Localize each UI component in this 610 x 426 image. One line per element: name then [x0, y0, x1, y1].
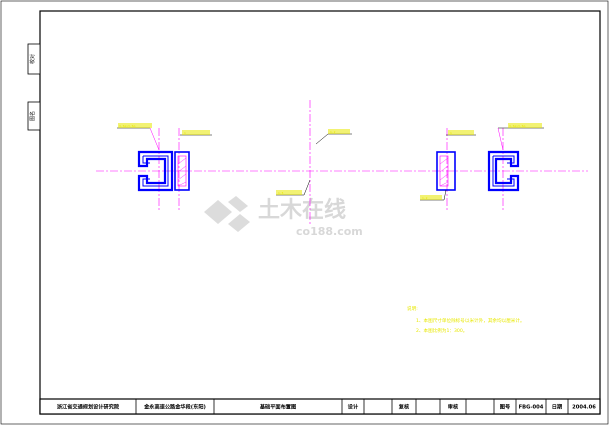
- footing-right-pier-core: [439, 155, 449, 187]
- footing-left-pier: [174, 151, 190, 191]
- tag-center-bg: [328, 129, 350, 134]
- tag-bottom-center-bg: [276, 190, 302, 195]
- notes-item-1: 1、本图尺寸单位除标号以米计外，其余均以厘米计。: [416, 317, 525, 324]
- tag-bottom-center: 1.5: [278, 191, 284, 195]
- title-block: 浙江省交通规划设计研究院 金永高速公路金华段(东阳) 基础平面布置图 设计 复核…: [39, 398, 601, 415]
- title-block-institute: 浙江省交通规划设计研究院: [57, 403, 120, 411]
- tag-center: 1.2: [330, 130, 336, 134]
- center-annotation: 1.2 1.5: [276, 129, 352, 196]
- side-stamp-name: 图名: [27, 101, 41, 131]
- footing-right-hatch: [439, 157, 449, 187]
- footing-right: 3.5m×3.5m 1 1.2: [420, 123, 544, 201]
- notes-heading: 说明:: [407, 305, 418, 312]
- footing-left-hatch: [177, 157, 187, 187]
- tag-right-top-bg: [508, 123, 542, 128]
- title-block-date-value: 2004.06: [572, 405, 596, 411]
- tag-right-mark: 1: [450, 131, 452, 135]
- tag-bottom-right-bg: [420, 195, 442, 200]
- title-block-design-label: 设计: [348, 403, 359, 411]
- watermark-brand: 土木在线: [258, 197, 346, 223]
- title-block-project: 金永高速公路金华段(东阳): [143, 403, 206, 411]
- footing-left-inner: [142, 155, 169, 187]
- notes-block: 说明: 1、本图尺寸单位除标号以米计外，其余均以厘米计。 2、本图比例为1：30…: [407, 305, 525, 334]
- footing-right-inner: [492, 155, 515, 187]
- side-stamp-check: 校对: [27, 43, 41, 75]
- side-stamp-name-label: 图名: [29, 111, 36, 121]
- title-block-drawing-no-value: FBG-004: [519, 405, 544, 411]
- footing-left-outer: [137, 150, 174, 192]
- watermark: 土木在线 co188.com: [204, 196, 363, 238]
- title-block-date-label: 日期: [552, 403, 562, 411]
- side-stamp-check-label: 校对: [29, 54, 36, 64]
- footing-left-pier-core: [177, 155, 187, 187]
- tag-left-mark: 1: [184, 131, 186, 135]
- tag-left-mark-bg: [182, 130, 210, 135]
- title-block-check-label: 复核: [398, 403, 410, 411]
- footing-left: 3.5m×3.5m 1: [117, 123, 212, 192]
- tag-right-top: 3.5m×3.5m: [509, 124, 525, 128]
- title-block-drawing-name: 基础平面布置图: [259, 403, 296, 411]
- tag-left-top-bg: [118, 123, 152, 128]
- tag-bottom-right: 1.2: [422, 196, 428, 200]
- footing-right-outer: [487, 150, 520, 192]
- tag-right-mark-bg: [448, 130, 474, 135]
- notes-item-2: 2、本图比例为1：300。: [416, 327, 467, 334]
- title-block-review-label: 审核: [448, 403, 459, 411]
- watermark-domain: co188.com: [296, 225, 363, 238]
- title-block-drawing-no-label: 图号: [500, 403, 510, 411]
- tag-left-top: 3.5m×3.5m: [119, 124, 135, 128]
- watermark-logo-icon: [204, 196, 250, 232]
